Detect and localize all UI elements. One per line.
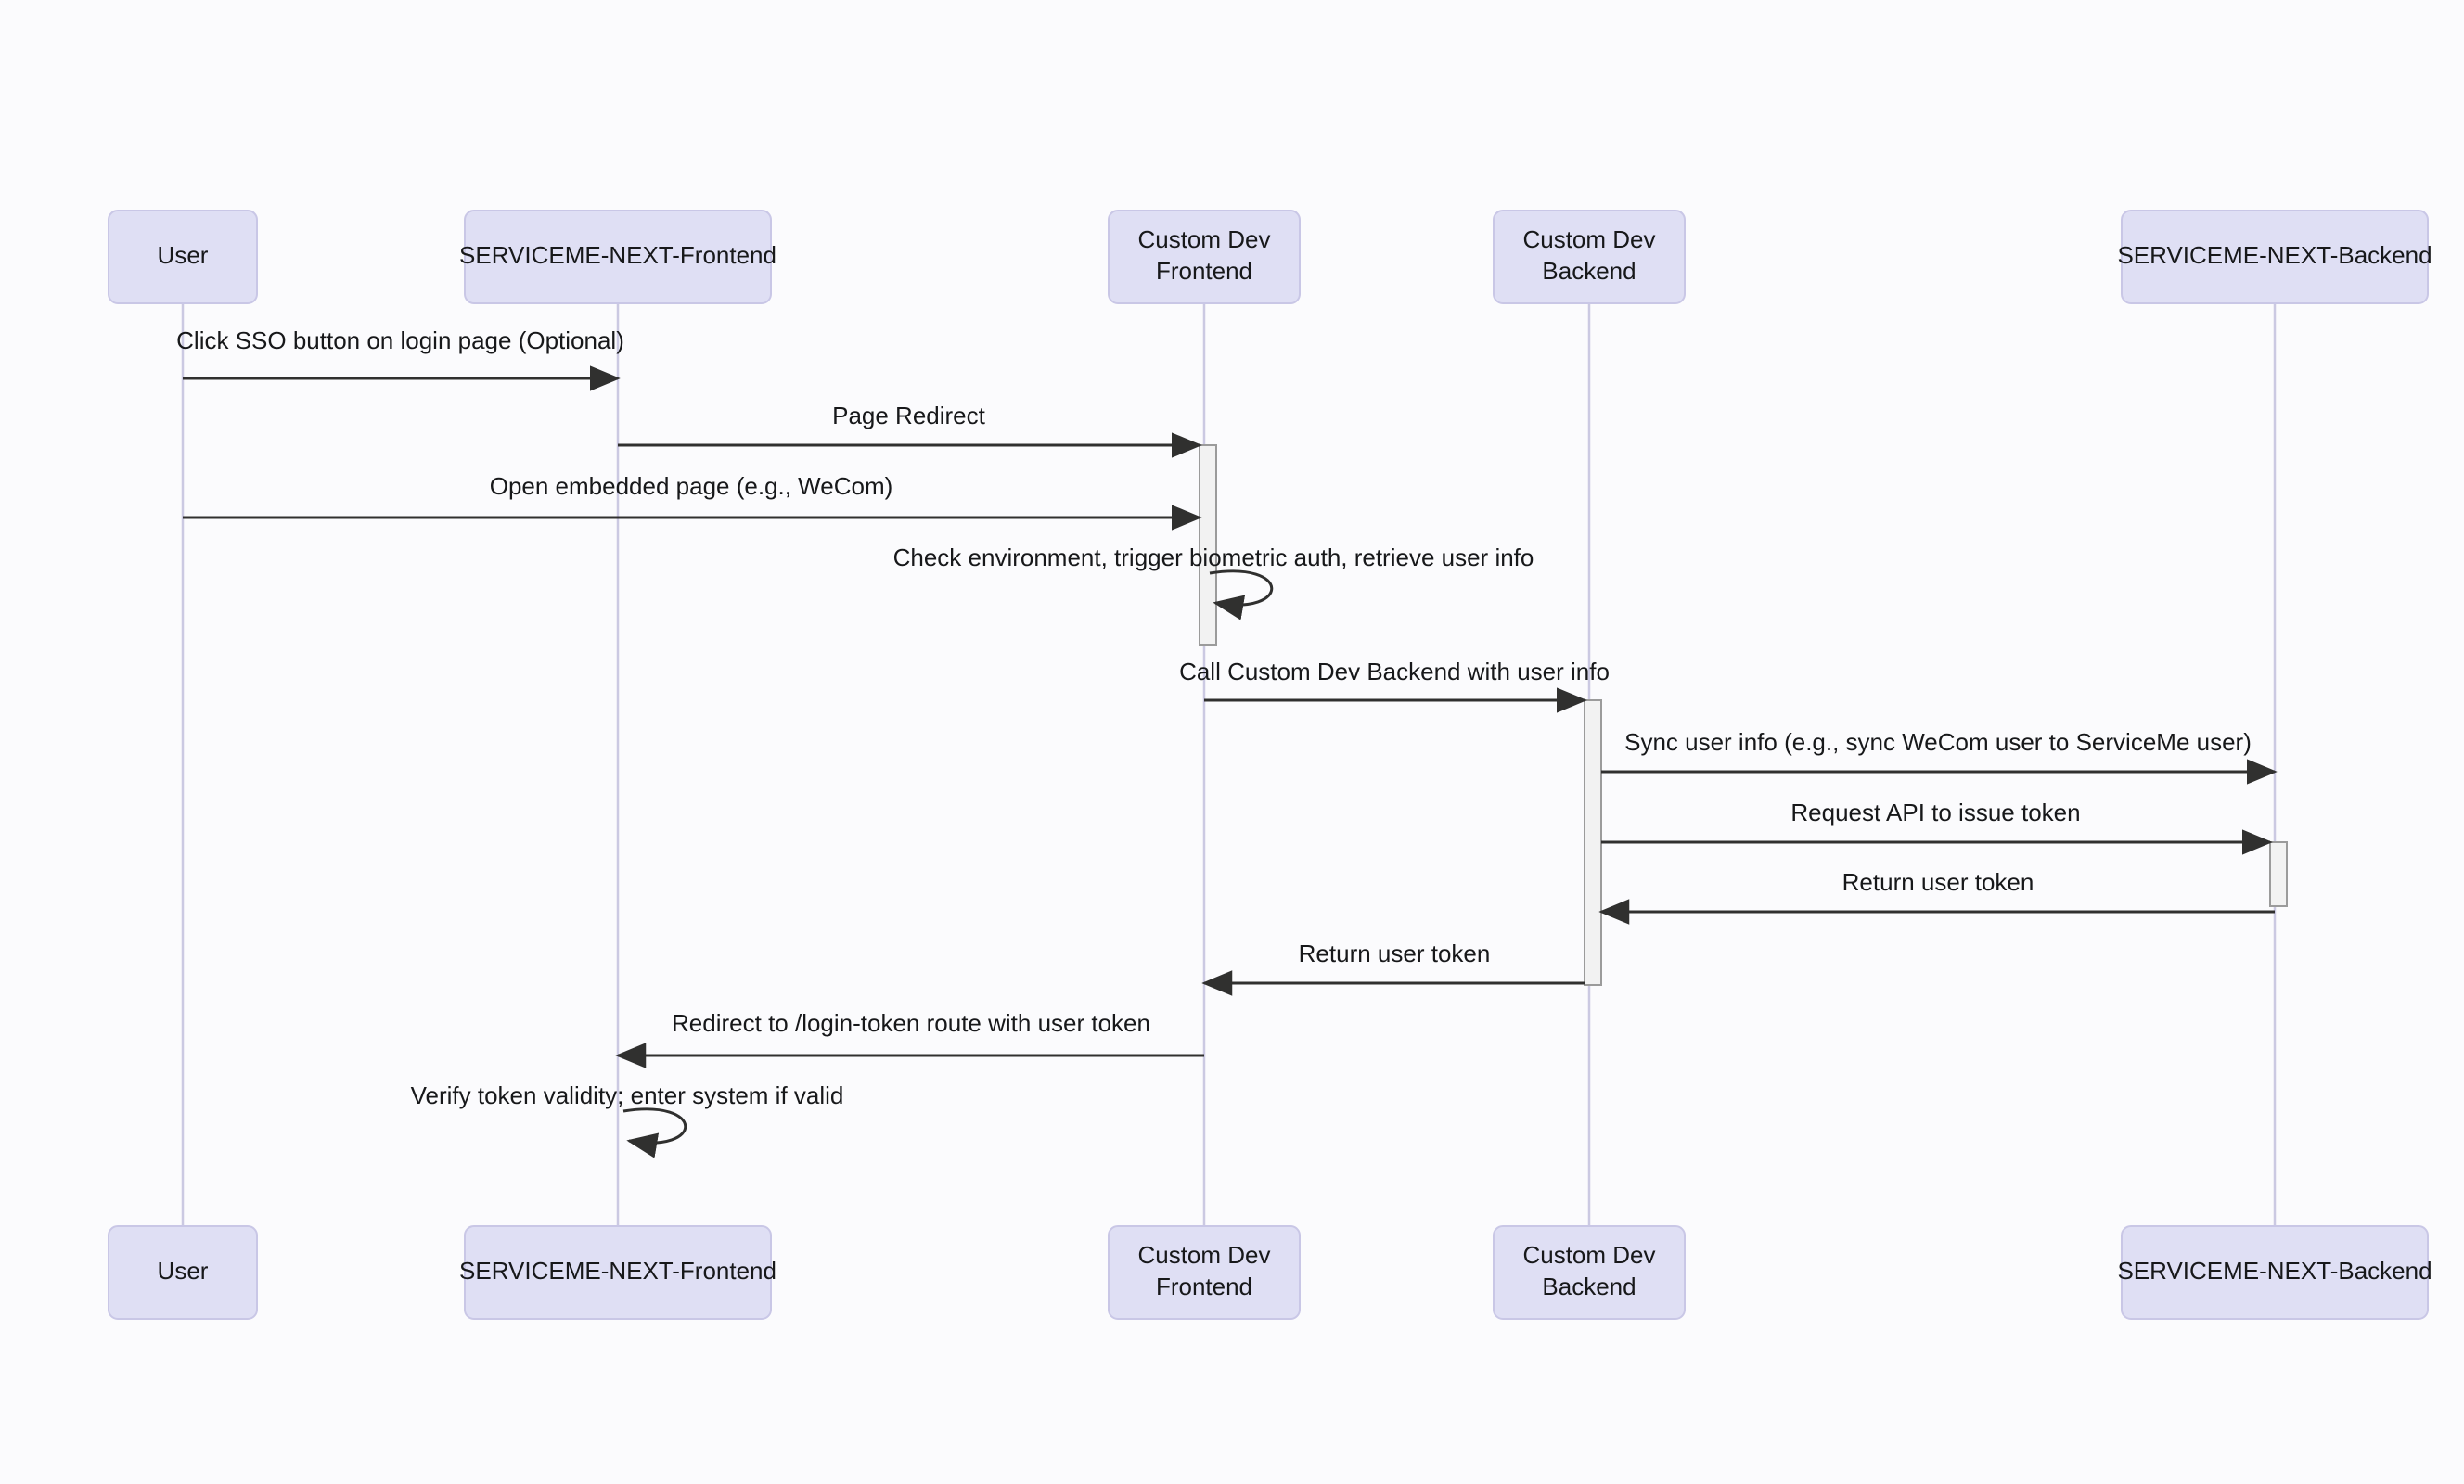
message-11: Verify token validity; enter system if v… [411, 1081, 844, 1158]
actor-sm_backend-top[interactable]: SERVICEME-NEXT-Backend [2117, 210, 2432, 304]
message-label: Request API to issue token [1790, 799, 2080, 826]
actor-box[interactable] [1493, 1225, 1686, 1320]
message-3: Open embedded page (e.g., WeCom) [183, 472, 1202, 531]
message-label: Open embedded page (e.g., WeCom) [490, 472, 893, 500]
message-10: Redirect to /login-token route with user… [615, 1009, 1204, 1068]
self-message-arrow [1209, 569, 1274, 620]
actor-label: SERVICEME-NEXT-Backend [2117, 241, 2432, 269]
message-label: Sync user info (e.g., sync WeCom user to… [1624, 728, 2252, 756]
message-label: Page Redirect [832, 402, 986, 429]
actor-box[interactable] [108, 1225, 258, 1320]
actor-box[interactable] [1493, 210, 1686, 304]
actor-label: SERVICEME-NEXT-Backend [2117, 1257, 2432, 1285]
message-2: Page Redirect [618, 402, 1202, 458]
message-label: Return user token [1842, 868, 2034, 896]
actor-box[interactable] [1108, 1225, 1301, 1320]
actor-box[interactable] [2121, 1225, 2429, 1320]
message-label: Check environment, trigger biometric aut… [893, 544, 1534, 571]
actor-box[interactable] [464, 1225, 772, 1320]
actor-box[interactable] [464, 210, 772, 304]
actor-label: SERVICEME-NEXT-Frontend [459, 1257, 776, 1285]
actor-label: Frontend [1156, 257, 1252, 285]
messages-layer: Click SSO button on login page (Optional… [176, 326, 2278, 1158]
actor-sm_frontend-top[interactable]: SERVICEME-NEXT-Frontend [459, 210, 776, 304]
message-4: Check environment, trigger biometric aut… [893, 544, 1534, 620]
message-label: Click SSO button on login page (Optional… [176, 326, 624, 354]
actor-label: Backend [1542, 257, 1636, 285]
actor-label: User [158, 241, 209, 269]
message-7: Request API to issue token [1601, 799, 2273, 855]
message-1: Click SSO button on login page (Optional… [176, 326, 624, 391]
actor-user-bottom[interactable]: User [108, 1225, 258, 1320]
actor-label: Custom Dev [1137, 225, 1270, 253]
actor-label: Backend [1542, 1273, 1636, 1300]
self-message-arrow [622, 1107, 687, 1158]
message-label: Redirect to /login-token route with user… [672, 1009, 1150, 1037]
activation-bar-sm_backend [2269, 841, 2288, 907]
actor-sm_backend-bottom[interactable]: SERVICEME-NEXT-Backend [2117, 1225, 2432, 1320]
actor-boxes-bottom: User SERVICEME-NEXT-Frontend Custom DevFro… [108, 1225, 2432, 1320]
actor-boxes-top: User SERVICEME-NEXT-Frontend Custom DevFro… [108, 210, 2432, 304]
actor-label: Custom Dev [1522, 225, 1655, 253]
actor-box[interactable] [1108, 210, 1301, 304]
actor-sm_frontend-bottom[interactable]: SERVICEME-NEXT-Frontend [459, 1225, 776, 1320]
activations-layer [1199, 444, 2288, 986]
actor-label: Frontend [1156, 1273, 1252, 1300]
message-9: Return user token [1201, 940, 1585, 996]
message-6: Sync user info (e.g., sync WeCom user to… [1601, 728, 2278, 785]
actor-label: Custom Dev [1137, 1241, 1270, 1269]
message-label: Verify token validity; enter system if v… [411, 1081, 844, 1109]
message-5: Call Custom Dev Backend with user info [1179, 658, 1610, 713]
actor-label: Custom Dev [1522, 1241, 1655, 1269]
actor-label: User [158, 1257, 209, 1285]
message-label: Call Custom Dev Backend with user info [1179, 658, 1610, 685]
actor-label: SERVICEME-NEXT-Frontend [459, 241, 776, 269]
message-8: Return user token [1598, 868, 2275, 925]
activation-bar-dev_backend [1584, 699, 1602, 986]
activation-bar-dev_frontend [1199, 444, 1217, 646]
message-label: Return user token [1299, 940, 1491, 967]
actor-box[interactable] [2121, 210, 2429, 304]
actor-box[interactable] [108, 210, 258, 304]
actor-user-top[interactable]: User [108, 210, 258, 304]
